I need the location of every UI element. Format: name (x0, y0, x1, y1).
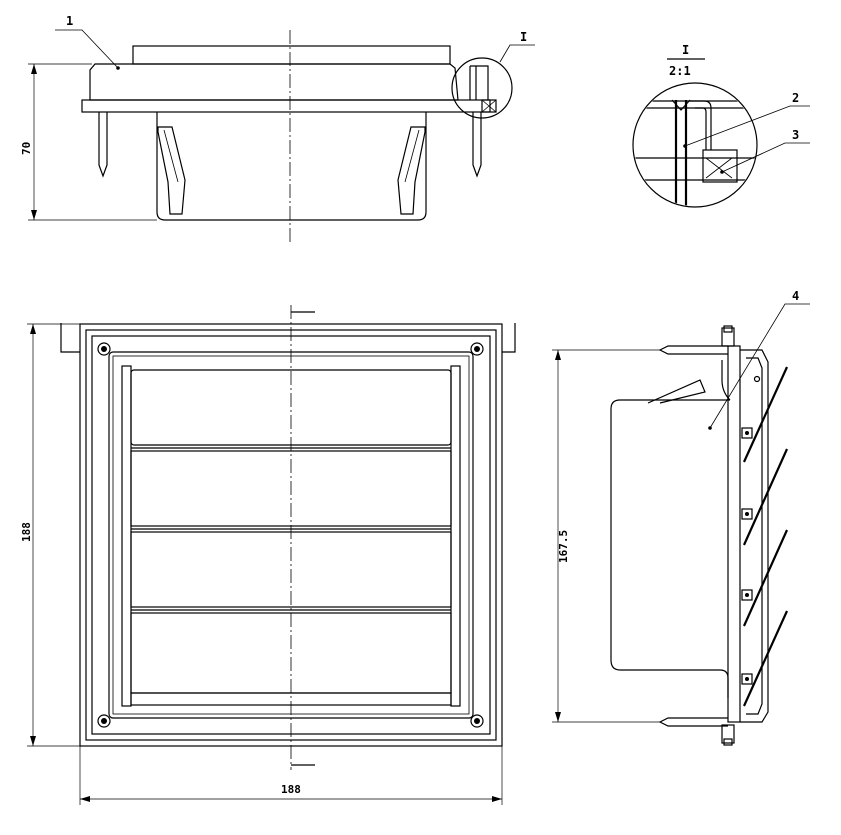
callout-4-leader (709, 303, 810, 429)
callout-3-leader (721, 142, 810, 173)
callout-1-leader (55, 29, 119, 69)
callout-label-4: 4 (792, 289, 799, 303)
section-louvres (741, 366, 789, 707)
side-flange (81, 99, 491, 113)
dimension-width-front: 188 (281, 783, 301, 796)
section-bottom-pin (658, 717, 728, 727)
detail-title-scale: 2:1 (669, 64, 691, 78)
side-body (89, 63, 459, 101)
side-right-pin (472, 112, 482, 178)
front-screws (97, 342, 484, 728)
detail-title-label: I (682, 43, 689, 57)
detail-ref-leader (499, 44, 535, 63)
detail-ref-label: I (520, 30, 527, 44)
callout-label-3: 3 (792, 128, 799, 142)
side-left-pin (98, 112, 108, 178)
section-clip (647, 379, 706, 404)
detail-circle (632, 82, 758, 208)
section-top-pin (658, 345, 728, 355)
section-duct-body (610, 399, 730, 698)
side-left-clip (157, 126, 186, 215)
detail-gasket (702, 149, 738, 183)
side-top-cap (132, 45, 451, 65)
callout-2-leader (684, 105, 810, 147)
detail-view-I (632, 58, 810, 208)
front-view (27, 305, 516, 805)
dimension-height-front: 188 (20, 522, 33, 542)
callout-label-2: 2 (792, 91, 799, 105)
side-right-clip (397, 126, 426, 215)
callout-label-1: 1 (66, 14, 73, 28)
detail-circle-marker (451, 57, 513, 119)
section-frame-wall (727, 345, 741, 723)
side-lower-box (156, 112, 427, 221)
section-view (552, 303, 810, 746)
dimension-height-section: 167.5 (557, 530, 570, 563)
dimension-height-side: 70 (20, 142, 33, 155)
side-elevation-view (28, 29, 535, 245)
